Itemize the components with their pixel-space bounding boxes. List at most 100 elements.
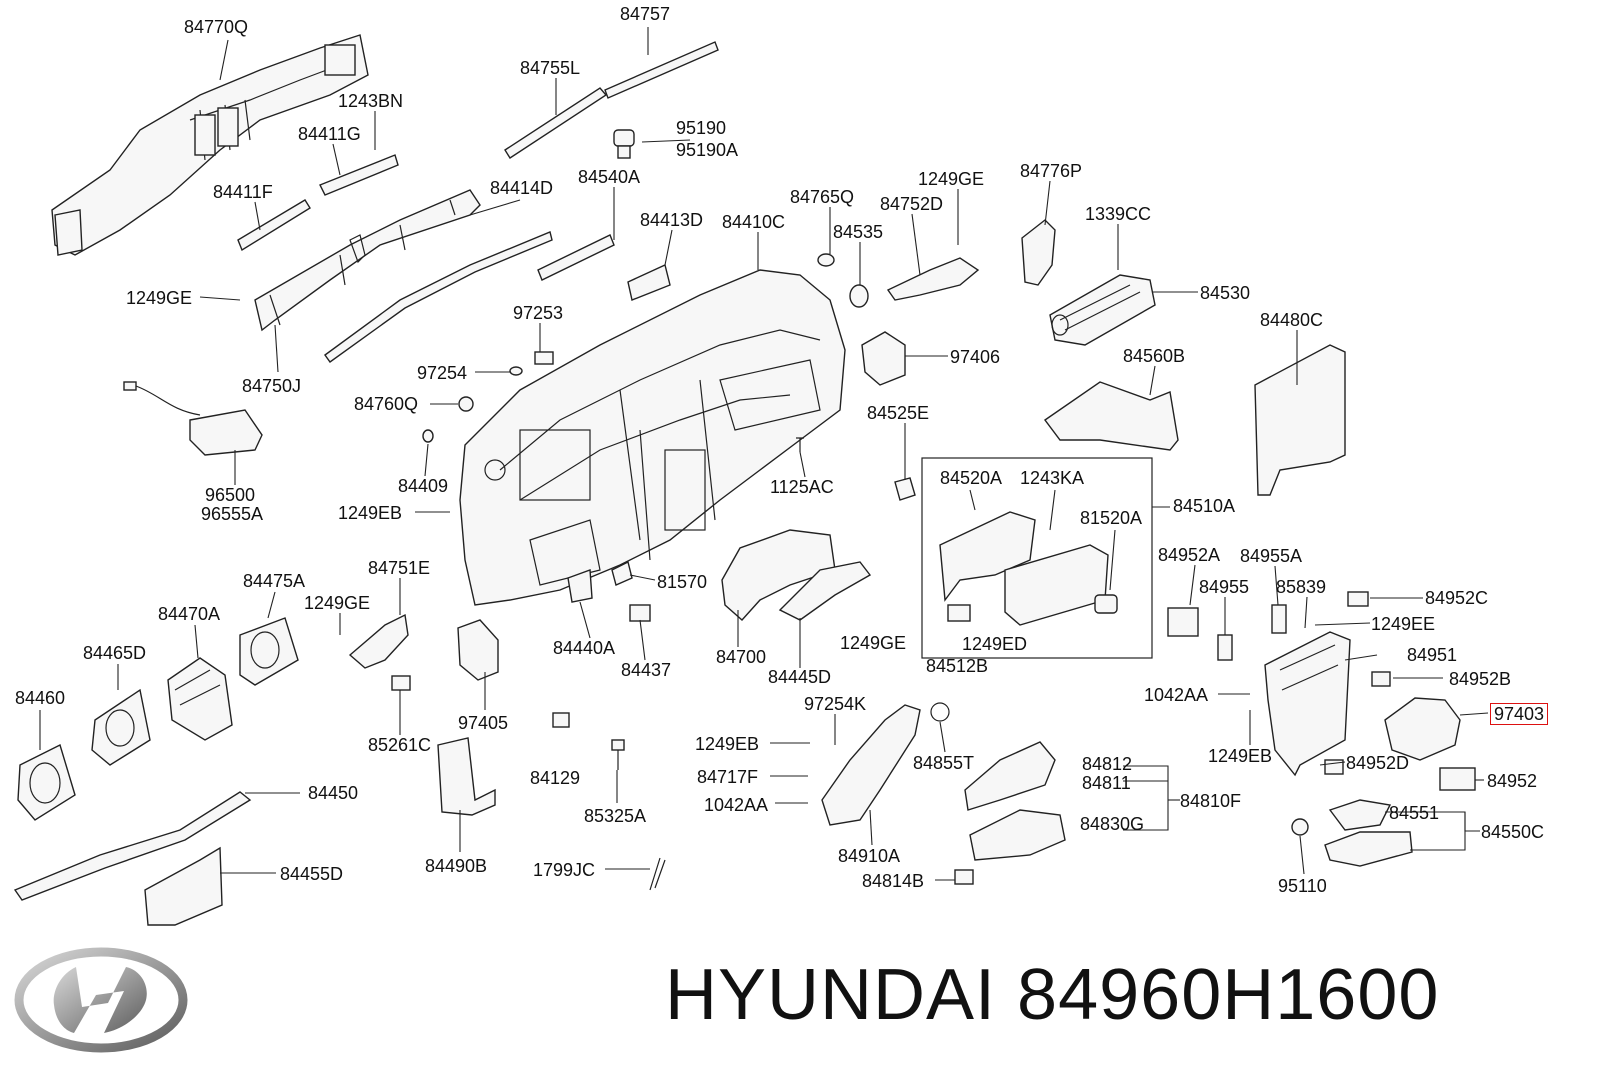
part-label: 97253 (513, 303, 564, 323)
part-label: 1249EB (1208, 746, 1273, 766)
part-strip-84414D (324, 231, 553, 363)
part-84952C (1347, 591, 1369, 607)
part-label: 97254K (804, 694, 867, 714)
part-vent-97406 (861, 331, 906, 386)
part-84955A (1271, 604, 1287, 634)
part-vent-84475A (239, 617, 299, 686)
part-vent-97403 (1384, 697, 1461, 761)
part-vent-84470A (167, 657, 233, 741)
part-84765Q (817, 253, 835, 267)
part-strip-84757 (604, 41, 719, 99)
part-panel-84910A (821, 704, 921, 826)
part-label: 84700 (716, 647, 767, 667)
part-label: 84910A (838, 846, 901, 866)
part-duct-84751E (348, 613, 409, 669)
part-clip-95190 (613, 129, 635, 159)
part-label: 1249GE (304, 593, 371, 613)
part-label: 84810F (1180, 791, 1242, 811)
part-label: 1249EB (695, 734, 760, 754)
part-label: 84409 (398, 476, 449, 496)
part-label: 84540A (578, 167, 641, 187)
part-shroud-84810F (964, 741, 1056, 811)
part-label: 85325A (584, 806, 647, 826)
part-label: 84765Q (790, 187, 855, 207)
part-label: 96500 (205, 485, 256, 505)
part-label: 84750J (242, 376, 302, 396)
part-81570 (611, 560, 633, 586)
part-unit-84530 (1049, 274, 1156, 346)
part-label: 84510A (1173, 496, 1236, 516)
part-bracket-84411G (319, 154, 399, 196)
part-label: 1249ED (962, 634, 1028, 654)
part-84760Q (458, 396, 474, 412)
part-strip-84755L (504, 87, 608, 159)
part-label: 1249GE (918, 169, 985, 189)
part-label: 84560B (1123, 346, 1186, 366)
part-84952A (1167, 607, 1199, 637)
part-84560B (1044, 381, 1179, 451)
hyundai-logo-icon (14, 947, 188, 1053)
part-label: 84465D (83, 643, 147, 663)
part-label: 84951 (1407, 645, 1458, 665)
part-label: 84855T (913, 753, 975, 773)
part-label: 85839 (1276, 577, 1327, 597)
part-label: 84550C (1481, 822, 1545, 842)
part-label: 1249GE (840, 633, 907, 653)
part-label: 95190 (676, 118, 727, 138)
part-label: 1042AA (704, 795, 769, 815)
part-label: 84470A (158, 604, 221, 624)
part-84525E (894, 477, 916, 501)
part-bracket-84490B (437, 737, 496, 816)
part-label: 84776P (1020, 161, 1083, 181)
part-label: 1249EE (1371, 614, 1436, 634)
part-label: 1799JC (533, 860, 596, 880)
part-label: 84952C (1425, 588, 1489, 608)
part-84535 (849, 284, 869, 308)
part-label: 95190A (676, 140, 739, 160)
part-bracket-84776P (1021, 219, 1056, 286)
part-84952B (1371, 671, 1391, 687)
part-84814B (954, 869, 974, 885)
part-label: 84525E (867, 403, 930, 423)
part-vent-84460 (17, 744, 76, 821)
part-label: 97254 (417, 363, 468, 383)
part-sensor-96500 (123, 381, 263, 456)
brand-part-number: HYUNDAI 84960H1600 (665, 955, 1440, 1035)
part-label: 84752D (880, 194, 944, 214)
part-label: 84811 (1082, 773, 1131, 793)
part-84855T (930, 702, 950, 722)
part-duct-84752D (886, 257, 980, 301)
part-label: 84490B (425, 856, 488, 876)
part-clip-1799JC (649, 857, 666, 891)
part-vent-97405 (457, 619, 499, 681)
part-label: 96555A (201, 504, 264, 524)
part-label: 84535 (833, 222, 884, 242)
part-bracket-84411F (237, 199, 311, 252)
part-label: 1243KA (1020, 468, 1085, 488)
part-label: 1339CC (1085, 204, 1152, 224)
part-97254 (509, 366, 523, 376)
part-97253 (534, 351, 554, 365)
part-label: 84755L (520, 58, 581, 78)
part-label: 84411G (298, 124, 361, 144)
part-84551 (1328, 799, 1392, 831)
part-label: 95110 (1278, 876, 1327, 896)
part-duct-84770Q (51, 34, 369, 256)
part-label: 84520A (940, 468, 1003, 488)
part-label: 84413D (640, 210, 704, 230)
part-label: 84414D (490, 178, 554, 198)
part-label: 84411F (213, 182, 273, 202)
part-label: 84952A (1158, 545, 1221, 565)
part-84540A (537, 234, 615, 281)
part-label: 84551 (1389, 803, 1440, 823)
part-label: 84757 (620, 4, 671, 24)
part-shroud-84830G (969, 809, 1066, 861)
part-glovebox-84510A (939, 511, 1118, 626)
part-label: 84952 (1487, 771, 1538, 791)
part-label: 84955 (1199, 577, 1250, 597)
part-label: 84717F (697, 767, 759, 787)
part-label: 85261C (368, 735, 432, 755)
part-label: 1042AA (1144, 685, 1209, 705)
part-label: 84437 (621, 660, 672, 680)
part-84437 (629, 604, 651, 622)
